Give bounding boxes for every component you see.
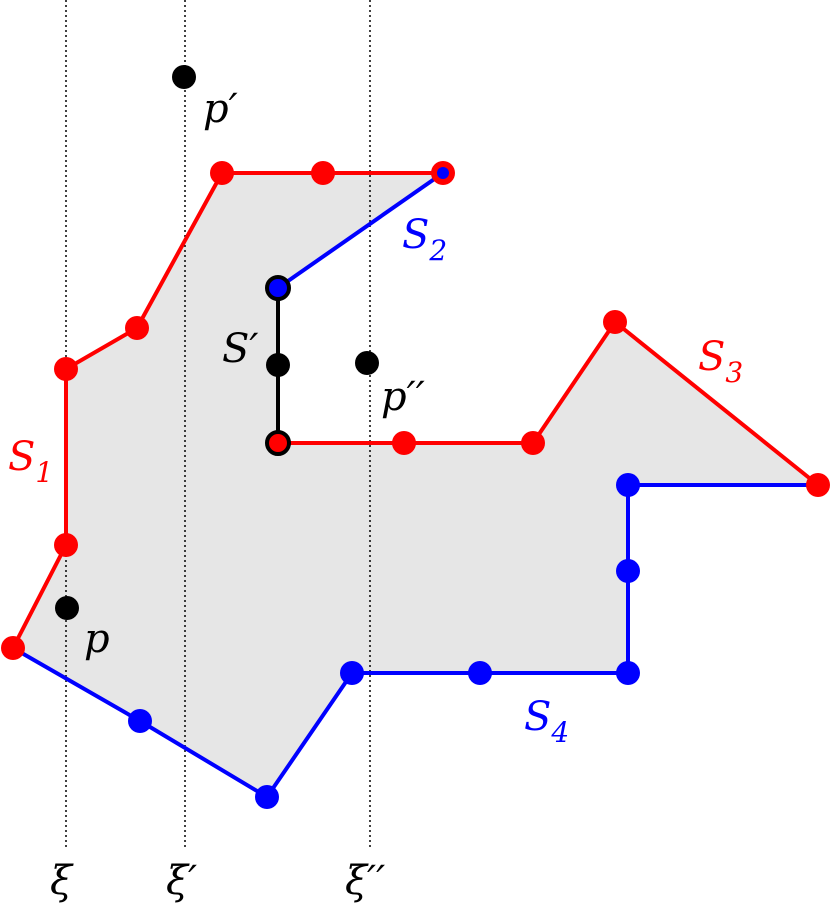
vertex	[311, 161, 335, 185]
vertex	[340, 661, 364, 685]
blue-vertices	[5, 167, 826, 809]
vertex-ring	[265, 275, 291, 301]
point-p	[55, 596, 79, 620]
label-s-prime: S′	[222, 326, 258, 372]
vertex	[616, 473, 640, 497]
label-s1-sub: 1	[35, 456, 53, 489]
label-s4: S4	[524, 694, 569, 749]
vertex	[210, 161, 234, 185]
label-s3-sub: 3	[725, 356, 743, 389]
vertex	[128, 709, 152, 733]
vertex	[521, 431, 545, 455]
vertex	[54, 357, 78, 381]
vertex-ring	[265, 430, 291, 456]
vertex	[54, 533, 78, 557]
label-xi: ξ	[50, 858, 74, 904]
chain-s2	[276, 171, 445, 290]
label-s2: S2	[402, 212, 447, 267]
vertex-inner	[437, 167, 449, 179]
label-xi-prime: ξ′	[166, 858, 197, 904]
point-p-double-prime	[355, 351, 379, 375]
vertex	[616, 559, 640, 583]
vertex	[616, 661, 640, 685]
vertex-inner	[810, 477, 826, 493]
vertex	[392, 431, 416, 455]
vertex	[266, 276, 290, 300]
black-vertices	[55, 65, 379, 620]
label-s1: S1	[8, 434, 53, 489]
label-p-double-prime: p′′	[381, 374, 425, 420]
label-s3: S3	[698, 334, 743, 389]
point-p-prime	[172, 65, 196, 89]
vertex	[603, 310, 627, 334]
label-s4-main: S	[524, 694, 551, 740]
label-s4-sub: 4	[550, 716, 569, 749]
label-xi-double-prime: ξ′′	[345, 858, 385, 904]
vertex	[266, 431, 290, 455]
vertex	[125, 316, 149, 340]
vertex-inner	[5, 640, 21, 656]
label-p: p	[84, 616, 110, 662]
label-s1-main: S	[8, 434, 35, 480]
label-p-prime: p′	[203, 86, 238, 132]
vertex	[468, 661, 492, 685]
label-s2-main: S	[402, 212, 429, 258]
vertex	[266, 353, 290, 377]
label-s3-main: S	[698, 334, 725, 380]
red-vertices	[1, 161, 830, 660]
vertex	[255, 785, 279, 809]
label-s2-sub: 2	[428, 234, 447, 267]
